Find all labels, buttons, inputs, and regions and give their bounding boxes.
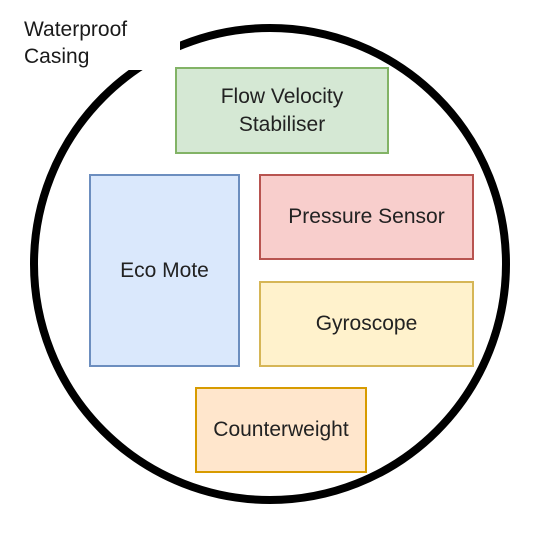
pressure-sensor-box: Pressure Sensor bbox=[259, 174, 474, 260]
casing-label-line2: Casing bbox=[24, 45, 90, 68]
casing-label: Waterproof Casing bbox=[24, 16, 180, 70]
waterproof-casing-ring bbox=[30, 24, 510, 504]
flow-velocity-stabiliser-box: Flow Velocity Stabiliser bbox=[175, 67, 389, 154]
eco-box-label: Eco Mote bbox=[120, 258, 209, 282]
gyroscope-box: Gyroscope bbox=[259, 281, 474, 367]
eco-mote-box: Eco Mote bbox=[89, 174, 240, 367]
pressure-box-label: Pressure Sensor bbox=[288, 205, 445, 228]
counter-box-label: Counterweight bbox=[213, 418, 349, 441]
flow-box-label-line2: Stabiliser bbox=[238, 112, 326, 136]
gyro-box-label: Gyroscope bbox=[315, 312, 418, 335]
flow-box-label-line1: Flow Velocity bbox=[220, 84, 344, 108]
casing-label-line1: Waterproof bbox=[24, 18, 128, 41]
counterweight-box: Counterweight bbox=[195, 387, 367, 473]
